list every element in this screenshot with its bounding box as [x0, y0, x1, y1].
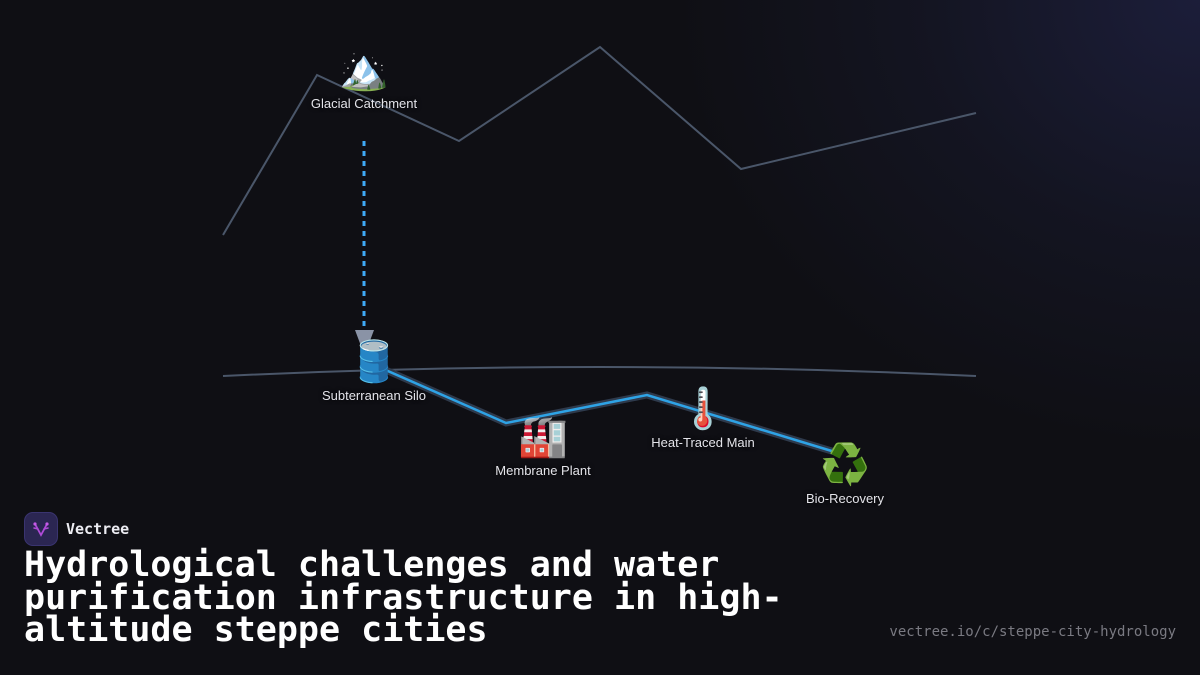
brand-name: Vectree — [66, 520, 130, 538]
thermometer-icon: 🌡️ — [678, 386, 728, 432]
node-subterranean-silo[interactable]: 🛢️ Subterranean Silo — [322, 340, 426, 403]
recycle-icon: ♻️ — [820, 442, 870, 488]
factory-icon: 🏭 — [518, 414, 568, 460]
node-heat-traced-main[interactable]: 🌡️ Heat-Traced Main — [651, 387, 755, 450]
brand[interactable]: Vectree — [24, 512, 129, 546]
feed-funnel-arrow — [355, 330, 374, 346]
page-url[interactable]: vectree.io/c/steppe-city-hydrology — [889, 624, 1176, 640]
mountain-snow-icon: 🏔️ — [339, 47, 389, 93]
node-label: Bio-Recovery — [805, 491, 885, 506]
node-membrane-plant[interactable]: 🏭 Membrane Plant — [495, 415, 590, 478]
pipeline-casing — [370, 360, 837, 456]
node-label: Subterranean Silo — [321, 388, 427, 403]
oil-drum-icon: 🛢️ — [349, 339, 399, 385]
vectree-logo-icon — [24, 512, 58, 546]
node-label: Membrane Plant — [495, 463, 591, 478]
node-label: Heat-Traced Main — [651, 435, 755, 450]
node-glacial-catchment[interactable]: 🏔️ Glacial Catchment — [311, 48, 417, 111]
mountain-ridge-line — [222, 45, 977, 236]
page-title: Hydrological challenges and water purifi… — [24, 545, 783, 650]
ground-surface-line — [222, 366, 977, 377]
node-label: Glacial Catchment — [310, 96, 418, 111]
pipeline-flow — [371, 362, 836, 454]
node-bio-recovery[interactable]: ♻️ Bio-Recovery — [806, 443, 884, 506]
